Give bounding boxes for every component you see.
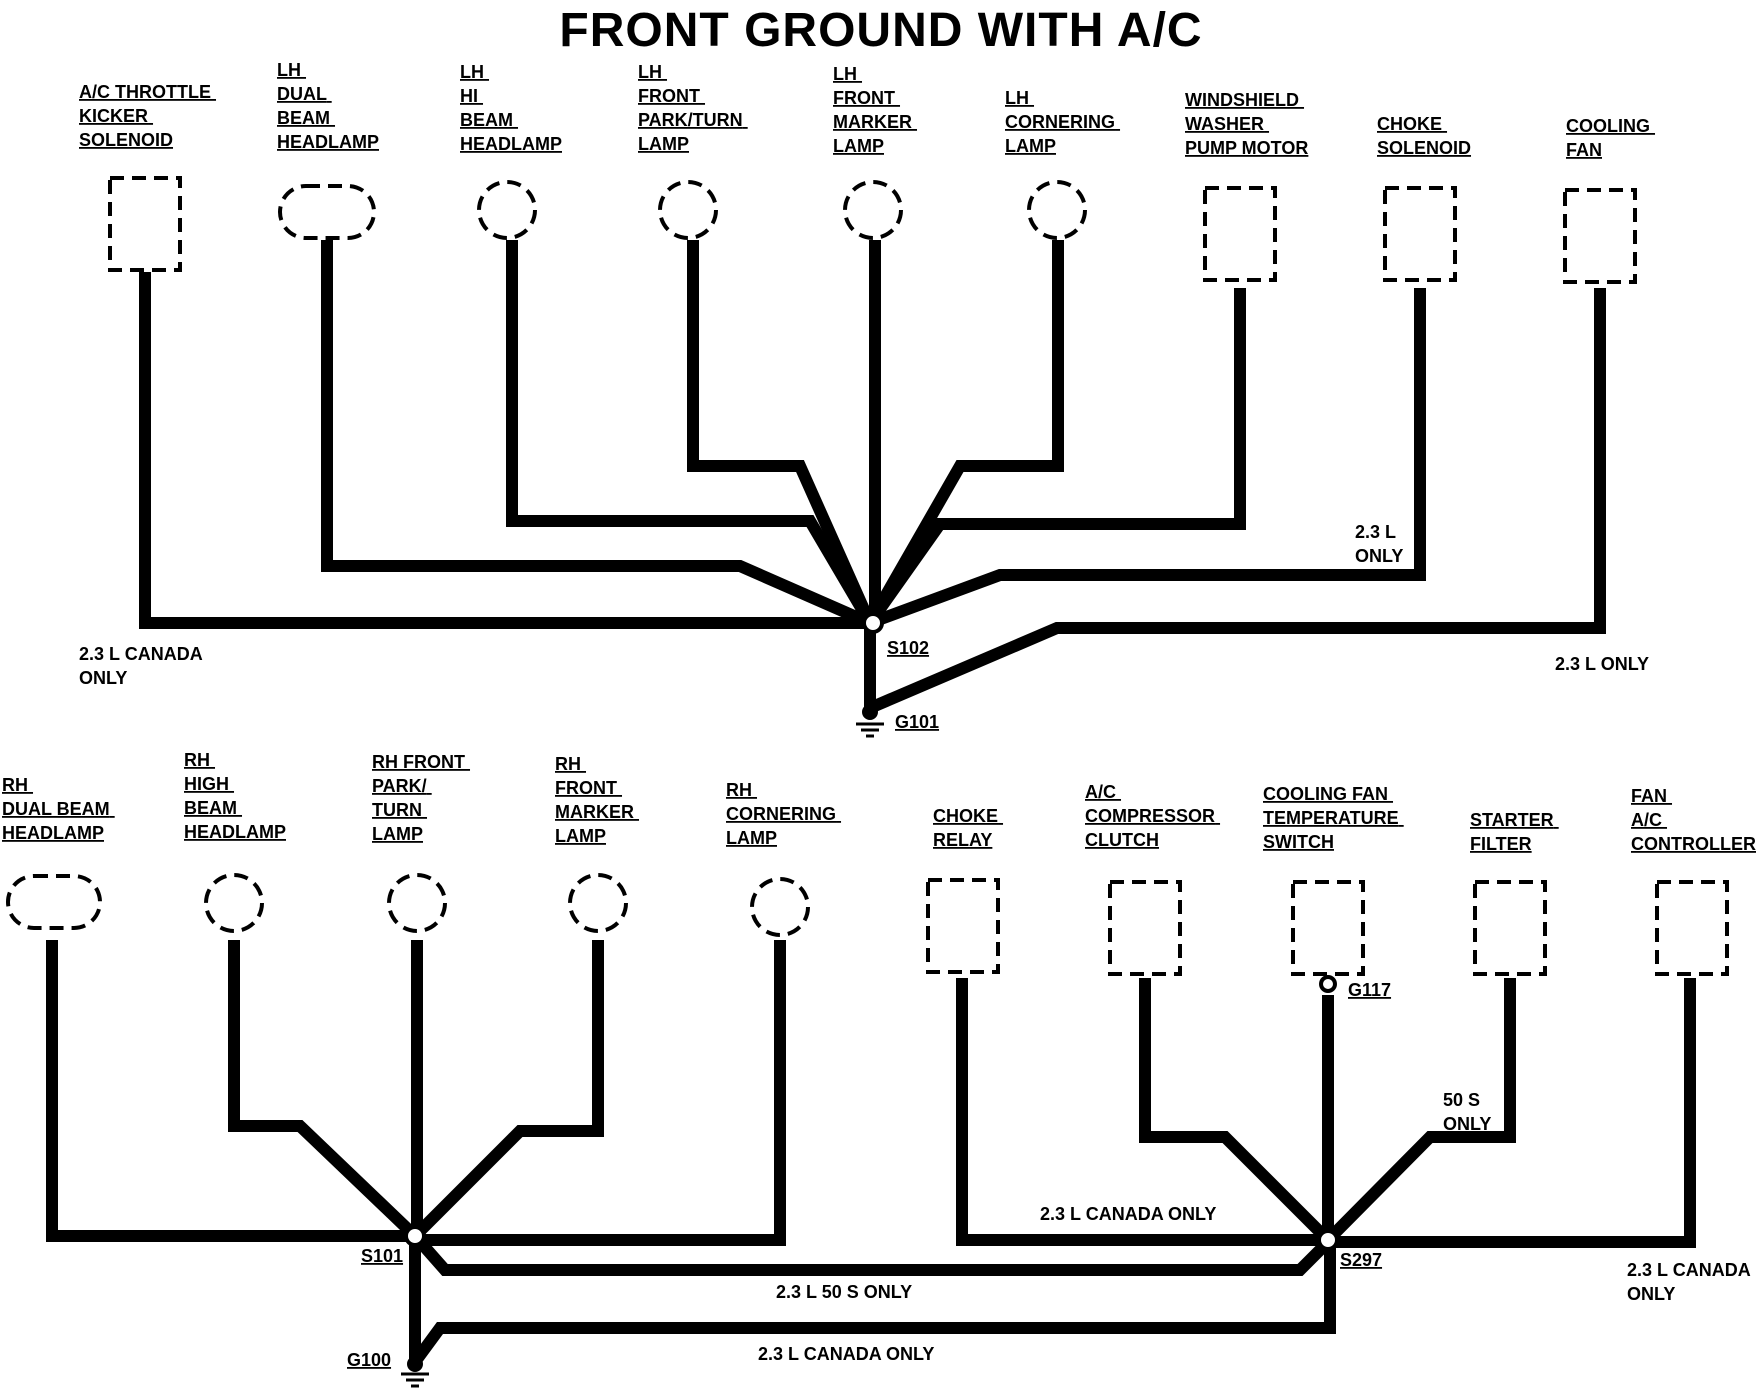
rh-high-beam-headlamp-circle [204, 873, 264, 933]
splice-s102 [862, 612, 884, 634]
label-lh-front-park-turn-lamp: LH FRONT PARK/TURN LAMP [638, 62, 748, 154]
note-23l-canada-right: 2.3 L CANADA ONLY [1627, 1260, 1755, 1304]
lh-front-marker-lamp-circle [843, 180, 903, 240]
label-windshield-washer-pump-motor: WINDSHIELD WASHER PUMP MOTOR [1185, 90, 1308, 158]
bottom-left-harness-wires [46, 940, 1336, 1366]
wire-rh-high-beam-headlamp [228, 940, 420, 1241]
label-ac-compressor-clutch: A/C COMPRESSOR CLUTCH [1085, 782, 1220, 850]
label-g100: G100 [347, 1350, 391, 1370]
lh-cornering-lamp-circle [1027, 180, 1087, 240]
label-lh-hi-beam-headlamp: LH HI BEAM HEADLAMP [460, 62, 562, 154]
lh-front-park-turn-lamp-circle [658, 180, 718, 240]
top-component-labels: A/C THROTTLE KICKER SOLENOID LH DUAL BEA… [79, 60, 1655, 160]
splice-s297 [1317, 1229, 1339, 1251]
label-choke-relay: CHOKE RELAY [933, 806, 1003, 850]
label-cooling-fan-temperature-switch: COOLING FAN TEMPERATURE SWITCH [1263, 784, 1404, 852]
bottom-component-labels: RH DUAL BEAM HEADLAMP RH HIGH BEAM HEADL… [2, 750, 1756, 854]
lh-dual-beam-headlamp-oval [278, 184, 376, 240]
label-ac-throttle-kicker-solenoid: A/C THROTTLE KICKER SOLENOID [79, 82, 216, 150]
label-cooling-fan: COOLING FAN [1566, 116, 1655, 160]
ground-g100-symbol [401, 1356, 429, 1388]
label-g117: G117 [1348, 980, 1391, 1000]
note-23l-canada-only-mid: 2.3 L CANADA ONLY [1040, 1204, 1216, 1224]
windshield-washer-pump-box [1203, 186, 1277, 282]
wire-choke-solenoid [867, 288, 1426, 629]
wire-cooling-fan [867, 288, 1606, 714]
wire-23l-50s-s101-s297 [410, 1232, 1335, 1276]
choke-solenoid-box [1383, 186, 1457, 282]
choke-relay-box [926, 878, 1000, 974]
top-components [108, 176, 1637, 284]
lh-hi-beam-headlamp-circle [477, 180, 537, 240]
rh-dual-beam-headlamp-oval [6, 874, 102, 930]
label-rh-front-marker-lamp: RH FRONT MARKER LAMP [555, 754, 639, 846]
note-canada-top: 2.3 L CANADA ONLY [79, 644, 207, 688]
diagram-title: FRONT GROUND WITH A/C [559, 4, 1202, 57]
label-rh-cornering-lamp: RH CORNERING LAMP [726, 780, 841, 848]
label-fan-ac-controller: FAN A/C CONTROLLER [1631, 786, 1756, 854]
wire-lh-front-park-turn-lamp [687, 240, 876, 626]
note-23l-only-choke: 2.3 L ONLY [1355, 522, 1403, 566]
wire-lh-cornering-lamp [864, 240, 1064, 626]
wire-fan-ac-controller [1328, 978, 1696, 1248]
label-rh-dual-beam-headlamp: RH DUAL BEAM HEADLAMP [2, 775, 115, 843]
top-harness-wires [139, 240, 1606, 714]
wire-rh-front-marker-lamp [410, 940, 604, 1241]
splice-s101 [404, 1225, 426, 1247]
wire-rh-cornering-lamp [415, 940, 786, 1246]
label-choke-solenoid: CHOKE SOLENOID [1377, 114, 1471, 158]
wire-23l-canada-g100-s297 [410, 1240, 1336, 1366]
wire-ac-compressor-clutch [1139, 978, 1333, 1245]
ground-g117-symbol [1319, 975, 1337, 993]
ground-g101-symbol [856, 704, 884, 738]
wire-starter-filter [1323, 978, 1516, 1245]
label-starter-filter: STARTER FILTER [1470, 810, 1559, 854]
ac-throttle-kicker-solenoid-box [108, 176, 182, 272]
note-50s-only: 50 S ONLY [1443, 1090, 1491, 1134]
bottom-right-harness-wires [956, 978, 1696, 1248]
note-23l-50s-only: 2.3 L 50 S ONLY [776, 1282, 912, 1302]
label-g101: G101 [895, 712, 939, 732]
rh-cornering-lamp-circle [750, 877, 810, 937]
note-23l-only-cooling-fan: 2.3 L ONLY [1555, 654, 1649, 674]
label-s102: S102 [887, 638, 929, 658]
wire-lh-dual-beam-headlamp [321, 240, 873, 629]
wire-lh-hi-beam-headlamp [506, 240, 876, 627]
label-s101: S101 [361, 1246, 403, 1266]
label-rh-high-beam-headlamp: RH HIGH BEAM HEADLAMP [184, 750, 286, 842]
label-s297: S297 [1340, 1250, 1382, 1270]
wire-windshield-washer-pump [865, 288, 1246, 627]
bottom-components [6, 873, 1729, 976]
wire-choke-relay [956, 978, 1328, 1246]
label-rh-front-park-turn-lamp: RH FRONT PARK/ TURN LAMP [372, 752, 470, 844]
wire-ac-throttle-kicker [139, 272, 870, 629]
wire-rh-dual-beam-headlamp [46, 940, 415, 1242]
ac-compressor-clutch-box [1108, 880, 1182, 976]
rh-front-park-turn-lamp-circle [387, 873, 447, 933]
label-lh-cornering-lamp: LH CORNERING LAMP [1005, 88, 1120, 156]
rh-front-marker-lamp-circle [568, 873, 628, 933]
cooling-fan-temp-switch-box [1291, 880, 1365, 976]
label-lh-front-marker-lamp: LH FRONT MARKER LAMP [833, 64, 917, 156]
fan-ac-controller-box [1655, 880, 1729, 976]
starter-filter-box [1473, 880, 1547, 976]
label-lh-dual-beam-headlamp: LH DUAL BEAM HEADLAMP [277, 60, 379, 152]
note-23l-canada-only-bottom: 2.3 L CANADA ONLY [758, 1344, 934, 1364]
cooling-fan-box [1563, 188, 1637, 284]
